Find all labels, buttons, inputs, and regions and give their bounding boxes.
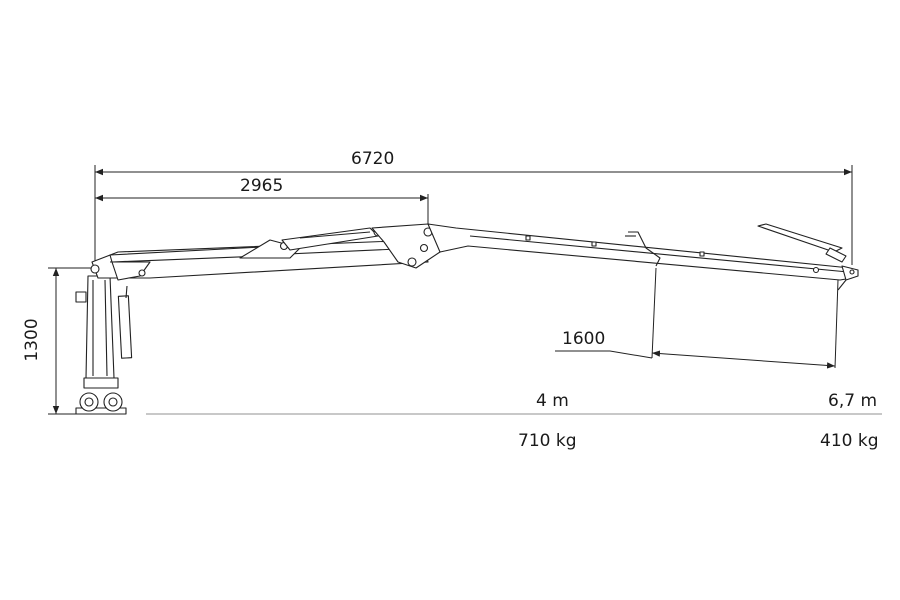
dimension-total-reach xyxy=(94,165,853,265)
inner-reach-label: 2965 xyxy=(240,176,284,196)
dimension-inner-reach xyxy=(95,194,429,232)
load-410kg-label: 410 kg xyxy=(820,431,879,451)
column-height-label: 1300 xyxy=(22,318,42,362)
extension-length-label: 1600 xyxy=(562,329,606,349)
crane-illustration xyxy=(75,223,859,415)
load-710kg-label: 710 kg xyxy=(518,431,577,451)
dimension-extension xyxy=(555,267,839,369)
dimension-column-height xyxy=(48,267,92,415)
reach-67m-label: 6,7 m xyxy=(828,391,877,411)
reach-4m-label: 4 m xyxy=(536,391,569,411)
total-reach-label: 6720 xyxy=(351,149,395,169)
